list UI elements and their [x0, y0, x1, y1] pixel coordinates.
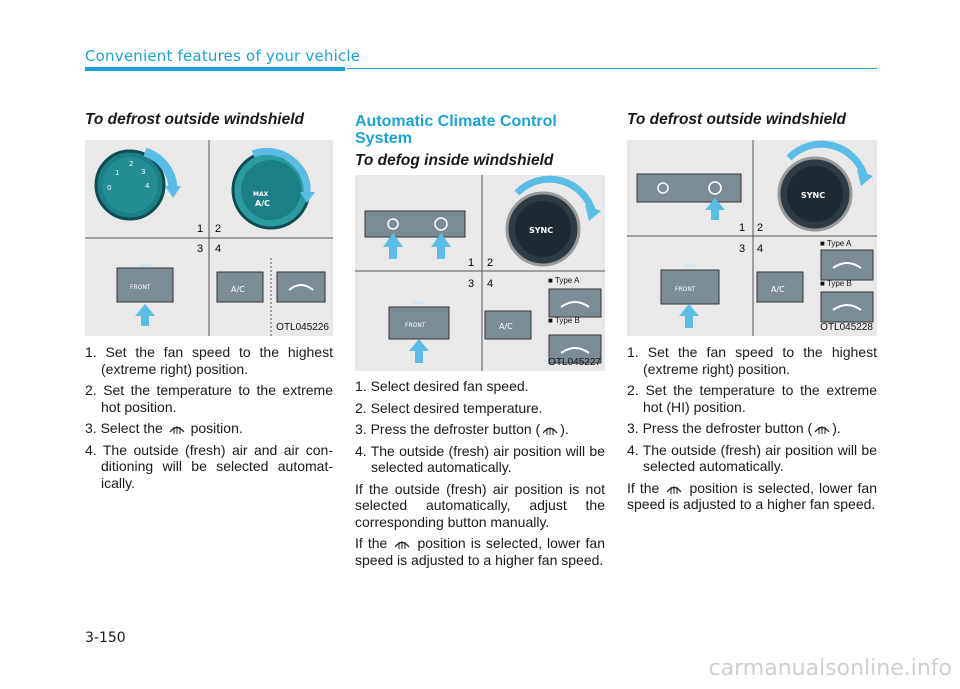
col1-figure-code: OTL045226 — [276, 322, 329, 333]
col3-steps: 1. Set the fan speed to the highest (ext… — [627, 344, 877, 518]
knob-number-0: 0 — [107, 184, 111, 192]
svg-text:FRONT: FRONT — [405, 322, 426, 329]
svg-text:1: 1 — [739, 222, 745, 234]
watermark: carmanualsonline.info — [708, 656, 952, 681]
front-defrost-button-icon — [116, 267, 174, 303]
header-accent-bar — [85, 67, 345, 71]
col2-title: Automatic Climate Control System — [355, 113, 557, 147]
col3-figure-illustration: SYNC 1 2 3 4 FRONT A/C — [627, 140, 877, 336]
svg-text:FRONT: FRONT — [675, 286, 696, 293]
ac-button-icon — [484, 310, 532, 340]
col1-step-1: 1. Set the fan speed to the highest (ext… — [85, 344, 333, 377]
col2-step-4: 4. The outside (fresh) air position will… — [355, 442, 605, 476]
col2-para-1: If the outside (fresh) air position is n… — [355, 480, 605, 530]
col2-para-2-prefix: If the — [355, 535, 388, 551]
col2-type-b-label: ■ Type B — [548, 316, 580, 325]
col1-step-3-suffix: position. — [190, 420, 243, 436]
col2-step-3: 3. Press the defroster button (). — [355, 421, 605, 438]
front-defrost-button-icon — [660, 269, 720, 305]
quad-2: 2 — [215, 223, 221, 235]
page-number: 3-150 — [85, 630, 126, 646]
svg-text:2: 2 — [757, 222, 763, 234]
fan-button-icon — [364, 210, 466, 238]
ac-button-icon — [756, 271, 804, 303]
knob-number-3: 3 — [141, 168, 145, 176]
ac-button-icon — [216, 271, 264, 303]
knob-ac-label: A/C — [255, 199, 270, 208]
press-arrow-icon — [383, 233, 403, 259]
press-arrow-icon — [431, 233, 451, 259]
col3-step-3-prefix: 3. Press the defroster button ( — [627, 420, 813, 436]
defrost-icon — [542, 427, 558, 435]
col1-step-3-prefix: 3. Select the — [85, 420, 163, 436]
defrost-icon — [814, 426, 830, 434]
max-label: MAX — [253, 191, 269, 198]
col3-type-a-label: ■ Type A — [820, 239, 852, 248]
ac-button-label: A/C — [231, 285, 245, 294]
air-intake-button-icon — [276, 271, 326, 303]
svg-text:4: 4 — [757, 243, 763, 255]
section-header: Convenient features of your vehicle — [85, 47, 361, 65]
knob-number-2: 2 — [129, 160, 133, 168]
rotate-arrow-icon — [143, 147, 178, 189]
col3-step-4: 4. The outside (fresh) air position will… — [627, 441, 877, 475]
type-a-button-icon — [820, 249, 874, 281]
col2-steps: 1. Select desired fan speed. 2. Select d… — [355, 378, 605, 573]
defrost-icon — [666, 485, 682, 494]
svg-text:1: 1 — [468, 257, 474, 269]
quad-1: 1 — [197, 223, 203, 235]
svg-text:3: 3 — [468, 278, 474, 290]
knob-number-4: 4 — [145, 182, 150, 190]
col2-step-2: 2. Select desired temperature. — [355, 399, 543, 416]
col3-title: To defrost outside windshield — [627, 111, 847, 128]
col3-type-b-label: ■ Type B — [820, 279, 852, 288]
col3-figure-code: OTL045228 — [820, 322, 873, 333]
col1-title: To defrost outside windshield — [85, 111, 305, 128]
col3-para: If the position is selected, lower fan s… — [627, 480, 877, 513]
fan-button-icon — [636, 173, 742, 203]
svg-text:A/C: A/C — [771, 285, 785, 294]
col1-figure-illustration: 1 2 3 4 0 MAX A/C 1 2 3 4 FRONT — [85, 140, 333, 336]
col1-step-2: 2. Set the temperature to the extreme ho… — [85, 382, 333, 415]
col2-type-a-label: ■ Type A — [548, 276, 580, 285]
col3-para-suffix: position is selected, lower fan speed is… — [627, 479, 877, 513]
sync-label: SYNC — [529, 226, 553, 235]
col2-figure-illustration: SYNC 1 2 3 4 FRONT A/C — [355, 175, 605, 371]
col2-figure-code: OTL045227 — [548, 357, 601, 368]
front-defrost-button-icon — [388, 306, 450, 340]
quad-3: 3 — [197, 243, 203, 255]
col2-step-1: 1. Select desired fan speed. — [355, 378, 529, 394]
col3-step-3-suffix: ). — [832, 420, 841, 436]
col3-step-2: 2. Set the temperature to the extreme ho… — [627, 382, 877, 415]
col3-step-3: 3. Press the defroster button (). — [627, 420, 877, 437]
col2-figure: SYNC 1 2 3 4 FRONT A/C ■ Type A ■ Type B… — [355, 175, 605, 371]
svg-text:4: 4 — [487, 278, 493, 290]
col2-para-2: If the position is selected, lower fan s… — [355, 535, 605, 568]
front-label: FRONT — [130, 284, 151, 291]
knob-number-1: 1 — [115, 169, 119, 177]
type-b-button-icon — [820, 291, 874, 323]
col1-steps: 1. Set the fan speed to the highest (ext… — [85, 344, 333, 496]
defrost-icon — [394, 541, 410, 549]
svg-text:3: 3 — [739, 243, 745, 255]
press-arrow-icon — [135, 304, 155, 326]
col1-step-4: 4. The outside (fresh) air and air con- … — [85, 441, 333, 491]
col3-step-1: 1. Set the fan speed to the highest (ext… — [627, 344, 877, 377]
header-rule — [347, 68, 877, 69]
col2-step-3-suffix: ). — [560, 421, 569, 437]
svg-text:2: 2 — [487, 257, 493, 269]
col2-para-2-suffix: position is selected, lower fan speed is… — [355, 535, 605, 568]
col3-figure: SYNC 1 2 3 4 FRONT A/C ■ Type A ■ Type B… — [627, 140, 877, 336]
col1-step-3: 3. Select the position. — [85, 420, 333, 437]
svg-text:A/C: A/C — [499, 322, 513, 331]
col1-figure: 1 2 3 4 0 MAX A/C 1 2 3 4 FRONT — [85, 140, 333, 336]
press-arrow-icon — [705, 198, 725, 220]
svg-text:SYNC: SYNC — [801, 191, 825, 200]
col2-step-3-prefix: 3. Press the defroster button ( — [355, 421, 541, 437]
col2-subtitle: To defog inside windshield — [355, 152, 554, 169]
quad-4: 4 — [215, 243, 221, 255]
defrost-icon — [169, 426, 185, 434]
col3-para-prefix: If the — [627, 479, 660, 496]
